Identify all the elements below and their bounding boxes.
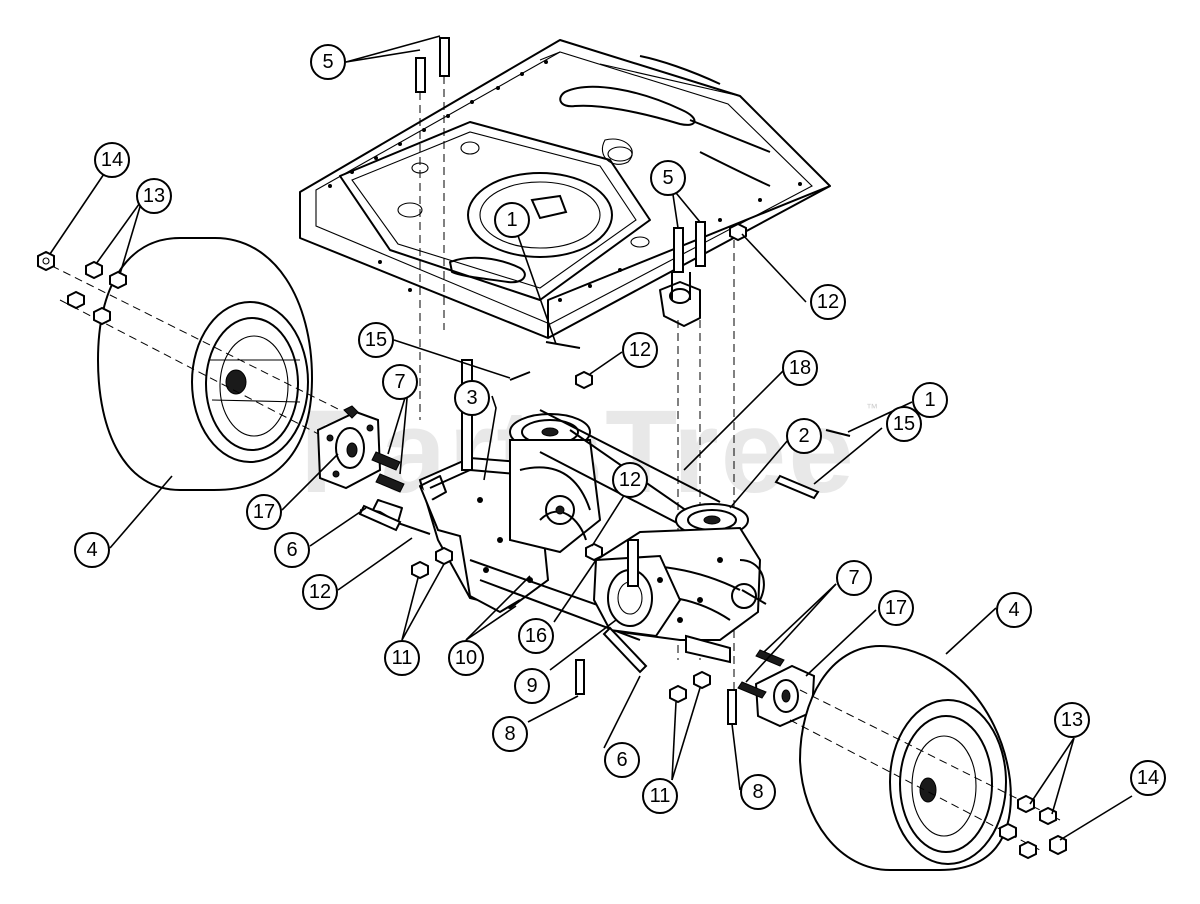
- callouts: 5 14 13 5 1 12 15 12 18 7 3 1 2 15 12 17…: [74, 44, 1166, 814]
- callout-11: 11: [642, 778, 678, 814]
- callout-12: 12: [302, 574, 338, 610]
- callout-12: 12: [612, 462, 648, 498]
- callout-10: 10: [448, 640, 484, 676]
- callout-label: 9: [526, 675, 537, 697]
- callout-label: 4: [1008, 599, 1019, 621]
- watermark-trademark: ™: [866, 401, 878, 415]
- callout-label: 12: [629, 339, 651, 361]
- callout-8: 8: [492, 716, 528, 752]
- callout-label: 1: [506, 209, 517, 231]
- hardware-bolts: [358, 222, 851, 725]
- callout-6: 6: [274, 532, 310, 568]
- callout-label: 18: [789, 357, 811, 379]
- callout-label: 12: [817, 291, 839, 313]
- chassis-frame: [299, 39, 831, 339]
- callout-label: 1: [924, 389, 935, 411]
- callout-5: 5: [650, 160, 686, 196]
- callout-14: 14: [1130, 760, 1166, 796]
- callout-18: 18: [782, 350, 818, 386]
- callout-6: 6: [604, 742, 640, 778]
- callout-17: 17: [878, 590, 914, 626]
- callout-label: 14: [101, 149, 123, 171]
- callout-15: 15: [886, 406, 922, 442]
- callout-label: 8: [752, 781, 763, 803]
- callout-label: 8: [504, 723, 515, 745]
- callout-label: 5: [322, 51, 333, 73]
- callout-13: 13: [136, 178, 172, 214]
- callout-label: 11: [650, 785, 671, 807]
- leader-lines: [49, 35, 1133, 841]
- callout-label: 10: [455, 647, 477, 669]
- right-transaxle: [592, 503, 767, 664]
- right-wheel: [789, 644, 1061, 871]
- left-hub: [316, 405, 382, 490]
- callout-1: 1: [494, 202, 530, 238]
- callout-label: 13: [1061, 709, 1083, 731]
- callout-7: 7: [382, 364, 418, 400]
- callout-label: 15: [365, 329, 387, 351]
- left-hub-nuts: [37, 250, 127, 326]
- callout-label: 13: [143, 185, 165, 207]
- callout-label: 12: [309, 581, 331, 603]
- callout-4: 4: [74, 532, 110, 568]
- callout-16: 16: [518, 618, 554, 654]
- callout-14: 14: [94, 142, 130, 178]
- callout-13: 13: [1054, 702, 1090, 738]
- callout-9: 9: [514, 668, 550, 704]
- callout-12: 12: [810, 284, 846, 320]
- callout-label: 16: [525, 625, 547, 647]
- right-hub: [737, 649, 816, 728]
- callout-label: 17: [253, 501, 275, 523]
- callout-label: 3: [466, 387, 477, 409]
- callout-label: 11: [392, 647, 413, 669]
- callout-label: 14: [1137, 767, 1159, 789]
- left-wheel: [39, 237, 341, 491]
- callout-15: 15: [358, 322, 394, 358]
- callout-label: 5: [662, 167, 673, 189]
- callout-2: 2: [786, 418, 822, 454]
- callout-label: 4: [86, 539, 97, 561]
- callout-7: 7: [836, 560, 872, 596]
- callout-11: 11: [384, 640, 420, 676]
- callout-8: 8: [740, 774, 776, 810]
- callout-label: 7: [394, 371, 405, 393]
- callout-label: 17: [885, 597, 907, 619]
- callout-label: 15: [893, 413, 915, 435]
- callout-label: 6: [616, 749, 627, 771]
- callout-17: 17: [246, 494, 282, 530]
- bolt-5-right: [673, 221, 735, 690]
- callout-5: 5: [310, 44, 346, 80]
- callout-4: 4: [996, 592, 1032, 628]
- callout-label: 2: [798, 425, 809, 447]
- callout-1: 1: [912, 382, 948, 418]
- bolt-5-left: [415, 37, 450, 420]
- callout-label: 6: [286, 539, 297, 561]
- callout-3: 3: [454, 380, 490, 416]
- callout-12: 12: [622, 332, 658, 368]
- callout-label: 7: [848, 567, 859, 589]
- callout-label: 12: [619, 469, 641, 491]
